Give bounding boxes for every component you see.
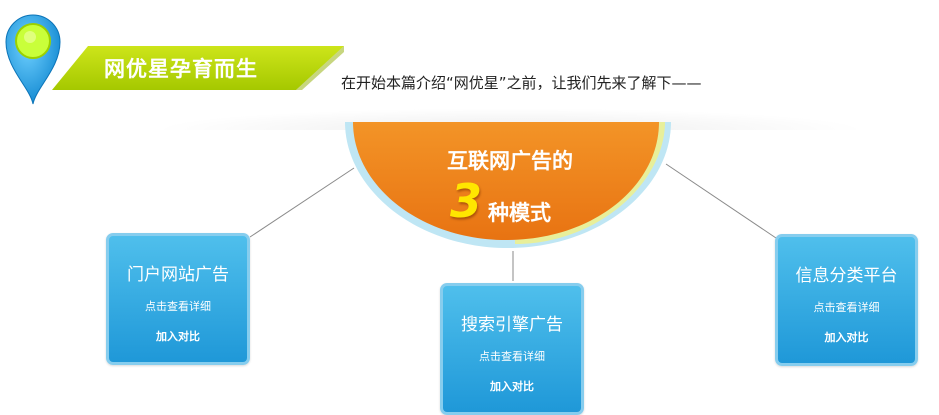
card-title: 信息分类平台 [795, 266, 898, 286]
connector-left [249, 167, 355, 238]
connector-right [665, 163, 777, 239]
banner-title: 网优星孕育而生 [104, 56, 258, 81]
card-title: 搜索引擎广告 [461, 315, 563, 335]
add-compare-button[interactable]: 加入对比 [824, 331, 869, 344]
shelf-shadow [150, 108, 870, 130]
card-portal-ads[interactable]: 门户网站广告 点击查看详细 加入对比 [106, 233, 250, 365]
card-classified-platform[interactable]: 信息分类平台 点击查看详细 加入对比 [775, 234, 918, 366]
center-subheading: 种模式 [488, 201, 551, 225]
center-bowl [345, 122, 671, 248]
view-details-link[interactable]: 点击查看详细 [813, 301, 880, 314]
card-search-ads[interactable]: 搜索引擎广告 点击查看详细 加入对比 [440, 283, 584, 415]
center-number: 3 [449, 174, 482, 228]
center-heading: 互联网广告的 [447, 149, 573, 173]
view-details-link[interactable]: 点击查看详细 [145, 300, 211, 313]
view-details-link[interactable]: 点击查看详细 [479, 350, 545, 363]
add-compare-button[interactable]: 加入对比 [156, 330, 200, 343]
card-title: 门户网站广告 [127, 265, 229, 285]
add-compare-button[interactable]: 加入对比 [490, 380, 534, 393]
intro-text: 在开始本篇介绍“网优星”之前，让我们先来了解下—— [341, 74, 702, 92]
title-banner [52, 46, 344, 90]
map-pin-icon [5, 14, 61, 105]
